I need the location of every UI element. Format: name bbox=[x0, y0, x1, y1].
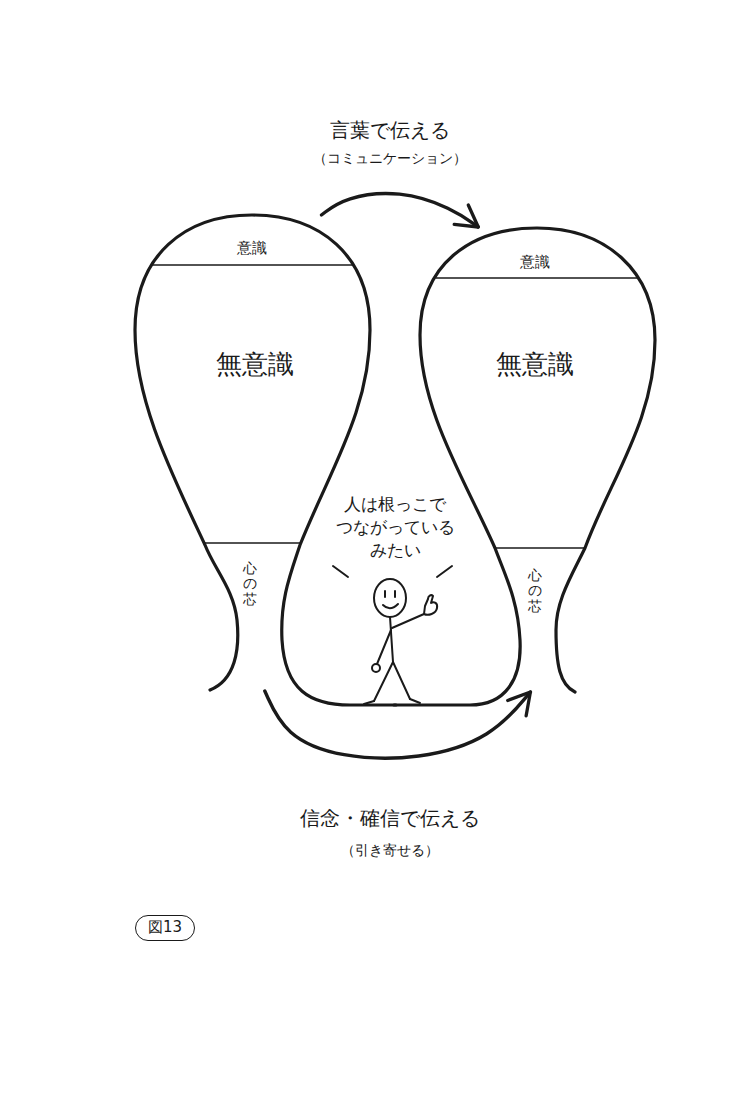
layer-divider bbox=[205, 542, 301, 544]
bulb-shape: 意識無意識心の芯 bbox=[419, 227, 656, 692]
figure-hand bbox=[424, 595, 437, 615]
bulb-outline bbox=[135, 215, 371, 691]
heart-core-label: 心の芯 bbox=[243, 561, 257, 607]
consciousness-label: 意識 bbox=[520, 253, 550, 271]
layer-divider bbox=[152, 264, 354, 266]
unconscious-label: 無意識 bbox=[216, 349, 294, 380]
edge-sublabel: （引き寄せる） bbox=[341, 842, 439, 859]
unconscious-label: 無意識 bbox=[496, 349, 574, 380]
bulb-outline-path bbox=[394, 228, 655, 705]
figure-body bbox=[390, 617, 393, 662]
emphasis-ray bbox=[437, 566, 452, 577]
bulb-shape: 意識無意識心の芯 bbox=[135, 215, 371, 691]
edge-sublabel: （コミュニケーション） bbox=[313, 150, 467, 167]
figure-caption: 図13 bbox=[135, 915, 195, 941]
curved-arrow bbox=[321, 194, 478, 227]
layer-divider bbox=[436, 277, 637, 279]
stick-figure bbox=[333, 566, 452, 704]
figure-leg bbox=[374, 662, 393, 701]
bulb-outline bbox=[419, 227, 656, 692]
figure-leg bbox=[393, 662, 410, 699]
figure-head bbox=[374, 579, 406, 617]
emphasis-ray bbox=[333, 566, 348, 577]
figure-arm bbox=[377, 630, 391, 664]
figure-mouth bbox=[383, 604, 398, 608]
figure-foot bbox=[410, 699, 420, 703]
bulb-outline-path bbox=[135, 215, 396, 705]
consciousness-label: 意識 bbox=[237, 239, 267, 257]
callout-note: 人は根っこで つながっている みたい bbox=[320, 493, 470, 562]
edge-label: 言葉で伝える bbox=[328, 117, 452, 144]
figure-arm bbox=[392, 614, 424, 628]
figure-hand bbox=[372, 664, 380, 672]
edge-label: 信念・確信で伝える bbox=[298, 805, 482, 832]
heart-core-label: 心の芯 bbox=[528, 568, 542, 614]
layer-divider bbox=[495, 547, 585, 549]
figure-eye bbox=[384, 591, 386, 597]
figure-eye bbox=[394, 591, 396, 597]
